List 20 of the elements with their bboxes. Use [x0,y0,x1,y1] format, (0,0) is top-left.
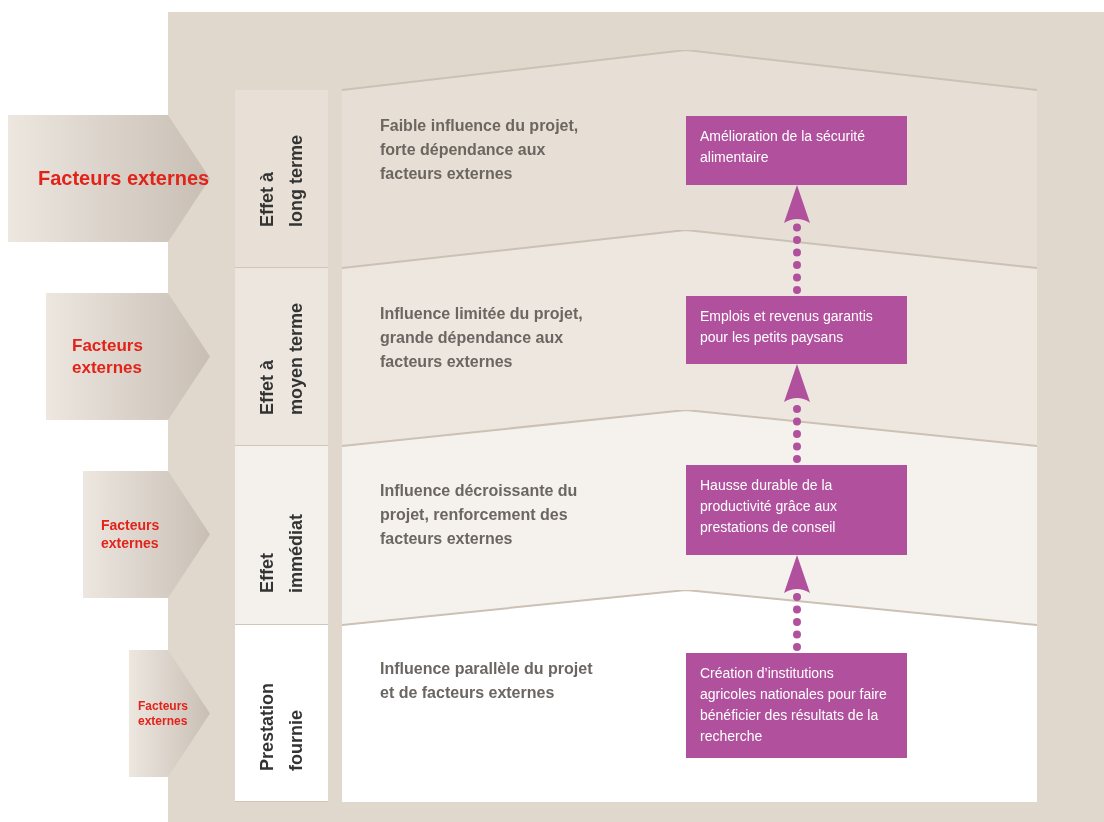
level-cell [235,268,328,446]
factor-label: Facteurs externes [38,166,210,191]
level-cell [235,90,328,268]
result-box: Hausse durable de la productivité grâce aux prestations de conseil [686,465,907,555]
band-description: Influence décroissante du projet, renforcement des facteurs externes [380,481,579,549]
level-label: Effet à moyen terme [255,301,307,415]
level-cell [235,625,328,802]
band-description: Influence limitée du projet, grande dépendance aux facteurs externes [380,304,584,372]
factor-label: Facteurs externes [72,335,144,378]
level-label: Prestation fournie [255,681,307,771]
factor-label: Facteurs externes [138,698,190,729]
factor-label: Facteurs externes [101,517,161,552]
band-description: Faible influence du projet, forte dépendance aux facteurs externes [380,116,580,184]
level-label: Effet immédiat [255,512,307,593]
band-description: Influence parallèle du projet et de facteurs externes [380,659,594,703]
result-box: Amélioration de la sécurité alimentaire [686,116,907,185]
result-box: Création d’institutions agricoles nationales pour faire bénéficier des résultats de la recherche [686,653,907,758]
level-label: Effet à long terme [255,134,307,227]
result-box: Emplois et revenus garantis pour les petits paysans [686,296,907,364]
level-cell [235,446,328,625]
